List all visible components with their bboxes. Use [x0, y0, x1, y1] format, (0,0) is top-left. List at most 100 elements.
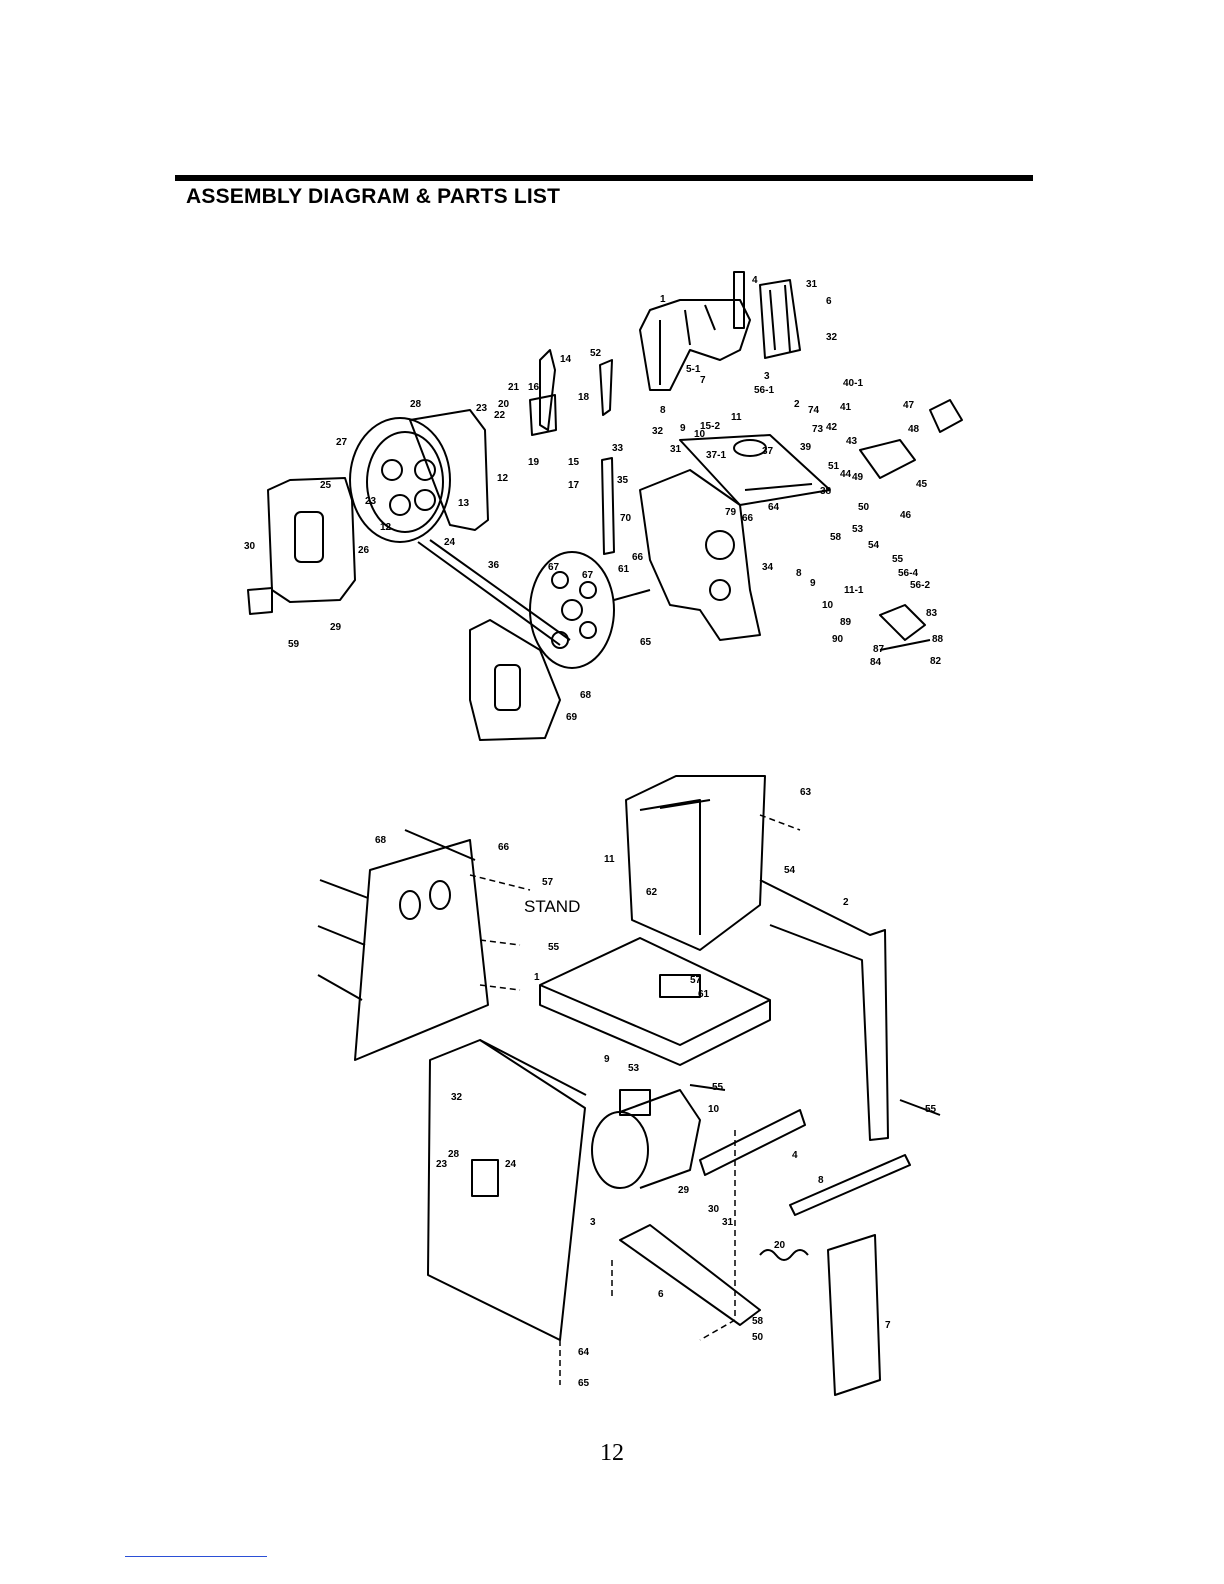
- callout-label: 15: [568, 457, 580, 468]
- callout-label: 23: [476, 403, 488, 414]
- callout-label: 56-2: [910, 580, 930, 591]
- callout-label: 83: [926, 608, 938, 619]
- callout-label: 61: [698, 989, 710, 1000]
- callout-label: 49: [852, 472, 864, 483]
- callout-label: 55: [892, 554, 904, 565]
- callout-label: 34: [762, 562, 774, 573]
- callout-label: 54: [784, 865, 796, 876]
- callout-label: 68: [375, 835, 387, 846]
- callout-label: 46: [900, 510, 912, 521]
- callout-label: 69: [566, 712, 578, 723]
- callout-label: 20: [774, 1240, 786, 1251]
- callout-label: 18: [578, 392, 590, 403]
- callout-label: 2: [794, 399, 800, 410]
- callout-label: 26: [358, 545, 370, 556]
- callout-label: 23: [365, 496, 377, 507]
- callout-label: 82: [930, 656, 942, 667]
- callout-label: 24: [505, 1159, 517, 1170]
- callout-label: 29: [330, 622, 342, 633]
- callout-label: 65: [578, 1378, 590, 1389]
- callout-label: 39: [800, 442, 812, 453]
- callout-label: 44: [840, 469, 852, 480]
- callout-label: 16: [528, 382, 540, 393]
- callout-label: 67: [582, 570, 594, 581]
- callout-label: 41: [840, 402, 852, 413]
- callout-label: 73: [812, 424, 824, 435]
- callout-label: 30: [244, 541, 256, 552]
- callout-label: 5-1: [686, 364, 701, 375]
- callout-label: 66: [498, 842, 510, 853]
- callout-label: 63: [800, 787, 812, 798]
- callout-label: 28: [448, 1149, 460, 1160]
- callout-label: 31: [670, 444, 682, 455]
- callout-label: 66: [632, 552, 644, 563]
- callout-label: 31: [806, 279, 818, 290]
- callout-label: 21: [508, 382, 520, 393]
- callout-label: 30: [708, 1204, 720, 1215]
- callout-label: 29: [678, 1185, 690, 1196]
- callout-label: 89: [840, 617, 852, 628]
- callout-label: 52: [590, 348, 602, 359]
- callout-label: 9: [810, 578, 816, 589]
- lower-callouts: 63 68 66 57 11 54 62 2 55 1 57 61 32 9 5…: [375, 787, 937, 1389]
- callout-label: 32: [826, 332, 838, 343]
- callout-label: 11: [731, 412, 742, 423]
- callout-label: 20: [498, 399, 510, 410]
- callout-label: 9: [680, 423, 686, 434]
- callout-label: 58: [752, 1316, 764, 1327]
- callout-label: 17: [568, 480, 580, 491]
- callout-label: 6: [658, 1289, 664, 1300]
- callout-label: 28: [410, 399, 422, 410]
- callout-label: 35: [617, 475, 629, 486]
- callout-label: 64: [768, 502, 780, 513]
- callout-label: 36: [488, 560, 500, 571]
- callout-label: 7: [885, 1320, 891, 1331]
- callout-label: 66: [742, 513, 754, 524]
- callout-label: 22: [494, 410, 506, 421]
- callout-label: 53: [852, 524, 864, 535]
- callout-label: 51: [828, 461, 840, 472]
- callout-label: 11: [604, 854, 615, 865]
- callout-label: 43: [846, 436, 858, 447]
- callout-label: 2: [843, 897, 849, 908]
- callout-label: 13: [458, 498, 470, 509]
- callout-label: 33: [612, 443, 624, 454]
- upper-callouts: 1 4 31 6 32 52 14 21 16 18 20 23 22 28 2…: [244, 275, 944, 723]
- callout-label: 68: [580, 690, 592, 701]
- callout-label: 79: [725, 507, 737, 518]
- callout-label: 90: [832, 634, 844, 645]
- callout-label: 50: [858, 502, 870, 513]
- callout-label: 54: [868, 540, 880, 551]
- callout-label: 14: [560, 354, 572, 365]
- callout-label: 10: [694, 429, 706, 440]
- callout-label: 32: [451, 1092, 463, 1103]
- callout-label: 57: [690, 975, 702, 986]
- callout-label: 32: [652, 426, 664, 437]
- callout-label: 37-1: [706, 450, 726, 461]
- callout-label: 11-1: [844, 585, 864, 596]
- callout-label: 40-1: [843, 378, 863, 389]
- callout-label: 10: [822, 600, 834, 611]
- callout-label: 61: [618, 564, 630, 575]
- callout-label: 24: [444, 537, 456, 548]
- callout-label: 56-4: [898, 568, 918, 579]
- callout-label: 27: [336, 437, 348, 448]
- callout-label: 4: [752, 275, 758, 286]
- callout-label: 56-1: [754, 385, 774, 396]
- callout-label: 58: [830, 532, 842, 543]
- callout-label: 57: [542, 877, 554, 888]
- callout-label: 25: [320, 480, 332, 491]
- callout-label: 70: [620, 513, 632, 524]
- stand-label: STAND: [524, 897, 580, 916]
- callout-label: 42: [826, 422, 838, 433]
- callout-label: 45: [916, 479, 928, 490]
- callout-label: 38: [820, 486, 832, 497]
- page-title: ASSEMBLY DIAGRAM & PARTS LIST: [186, 185, 561, 208]
- callout-label: 23: [436, 1159, 448, 1170]
- callout-label: 15-2: [700, 421, 720, 432]
- callout-label: 74: [808, 405, 820, 416]
- callout-label: 62: [646, 887, 658, 898]
- callout-label: 19: [528, 457, 540, 468]
- callout-label: 1: [534, 972, 540, 983]
